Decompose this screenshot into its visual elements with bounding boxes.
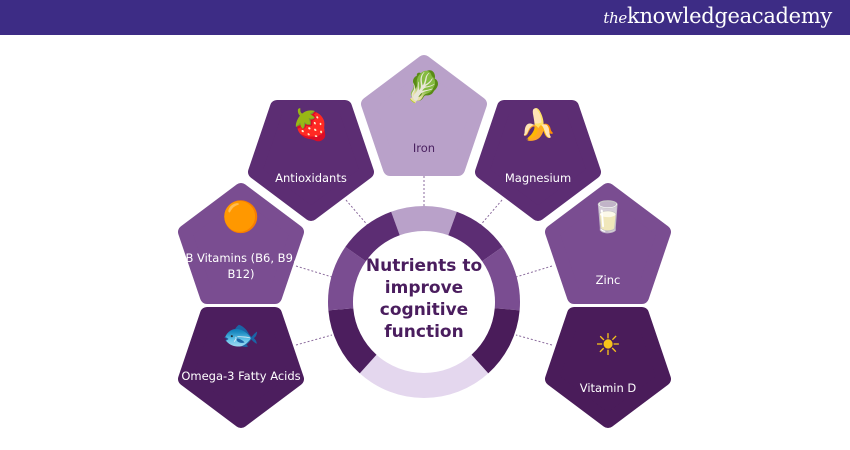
ring-segment [359, 354, 489, 398]
berries-icon: 🍓 [292, 108, 330, 143]
ring-segment [471, 308, 520, 374]
pentagon-antioxidants [248, 100, 374, 221]
ring-segment [328, 308, 377, 374]
nutrient-label: Vitamin D [579, 381, 637, 395]
ring-segment [482, 246, 521, 311]
ring-segment [345, 211, 400, 262]
center-title: Nutrients to improve cognitive function [365, 256, 483, 342]
ring-segment [448, 211, 503, 262]
nutrient-label: B Vitamins (B6, B9, B12) [185, 251, 297, 281]
sun-icon: ☀ [594, 328, 622, 363]
pentagon-magnesium [475, 100, 601, 221]
ring-segment [391, 206, 457, 236]
pentagon-zinc [545, 183, 671, 304]
banana-icon: 🍌 [519, 108, 557, 143]
milk-icon: 🥛 [589, 200, 627, 235]
connector-magnesium [477, 199, 503, 229]
ring-segment [327, 246, 366, 311]
nutrient-label: Zinc [595, 273, 621, 287]
pentagon-iron [361, 55, 487, 176]
fish-icon: 🐟 [222, 318, 260, 353]
nutrient-label: Omega-3 Fatty Acids [181, 369, 301, 383]
brand-logo: theknowledgeacademy [603, 4, 832, 28]
header-bar: theknowledgeacademy [0, 0, 850, 35]
pentagon-vitamin [545, 307, 671, 428]
nutrient-label: Antioxidants [275, 171, 347, 185]
pentagon-b [178, 183, 304, 304]
tablets-icon: 🟠 [222, 200, 260, 235]
nutrient-label: Iron [412, 141, 436, 155]
nutrient-label: Magnesium [504, 171, 572, 185]
pentagon-omega-3 [178, 307, 304, 428]
spinach-icon: 🥬 [405, 70, 443, 105]
connector-antioxidants [345, 199, 371, 229]
